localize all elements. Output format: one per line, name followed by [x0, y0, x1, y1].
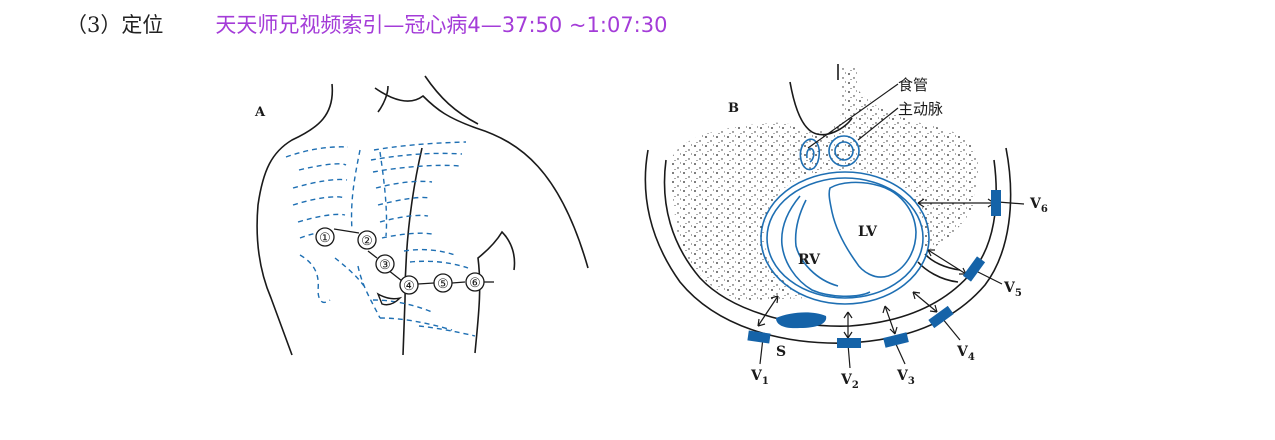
- lead-label-v6: V6: [1029, 196, 1048, 215]
- electrode-v4: [928, 305, 954, 329]
- electrode-1: ①: [315, 227, 335, 247]
- lead-label-v5: V5: [1003, 280, 1022, 299]
- electrode-v6: [991, 190, 1001, 216]
- panel-a-label: A: [254, 105, 266, 120]
- electrode-5: ⑤: [433, 273, 453, 293]
- electrode-v3: [883, 332, 909, 348]
- distance-arrows: [757, 198, 995, 339]
- heart: [760, 171, 930, 305]
- electrode-v2: [837, 338, 861, 348]
- svg-text:⑥: ⑥: [469, 276, 481, 291]
- sternum-label: S: [776, 344, 786, 360]
- electrode-6: ⑥: [465, 272, 485, 292]
- lung-tissue: [669, 66, 979, 300]
- lead-label-v2: V2: [840, 372, 859, 391]
- electrode-v5: [962, 256, 986, 282]
- panel-b-label: B: [728, 101, 739, 116]
- esophagus-structure: [799, 138, 821, 171]
- electrode-positions: ① ② ③ ④ ⑤ ⑥: [315, 227, 485, 295]
- sternum: [776, 312, 827, 329]
- svg-text:④: ④: [403, 279, 415, 294]
- electrode-3: ③: [375, 254, 395, 274]
- lead-label-v4: V4: [956, 344, 975, 363]
- lv-label: LV: [858, 224, 878, 240]
- svg-text:②: ②: [361, 234, 373, 249]
- rib-cage: [285, 141, 476, 337]
- electrode-blocks: [747, 190, 1001, 348]
- video-index-link[interactable]: 天天师兄视频索引—冠心病4—37:50 ~1:07:30: [215, 13, 668, 37]
- page-header: （3）定位 天天师兄视频索引—冠心病4—37:50 ~1:07:30: [66, 8, 667, 40]
- electrode-v1: [747, 330, 771, 344]
- lead-labels: V1 V2 V3 V4 V5 V6: [750, 196, 1048, 391]
- xiphoid: [376, 292, 403, 306]
- lead-label-v1: V1: [750, 368, 769, 387]
- electrode-4: ④: [399, 275, 419, 295]
- lead-label-v3: V3: [896, 368, 915, 387]
- svg-text:③: ③: [379, 258, 391, 273]
- section-label: （3）定位: [66, 13, 164, 37]
- panel-a-chest: A: [254, 75, 589, 356]
- esophagus-label: 食管: [898, 76, 928, 94]
- rv-label: RV: [798, 252, 821, 268]
- body-outline: [256, 75, 589, 356]
- panel-b-cross-section: B: [644, 64, 1048, 391]
- svg-text:⑤: ⑤: [437, 277, 449, 292]
- svg-text:①: ①: [319, 231, 331, 246]
- aorta-structure: [828, 135, 860, 167]
- aorta-label: 主动脉: [898, 100, 943, 118]
- electrode-2: ②: [357, 230, 377, 250]
